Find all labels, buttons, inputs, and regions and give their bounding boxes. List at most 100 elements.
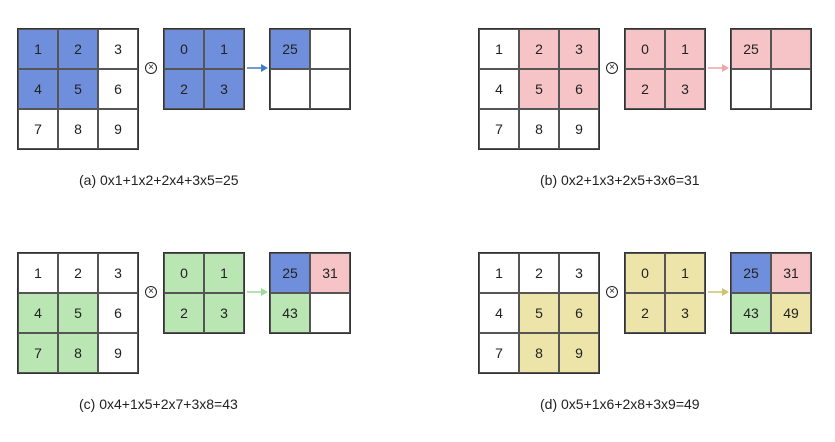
kernel-cell: 3: [665, 293, 705, 333]
input-cell: 2: [519, 29, 559, 69]
output-cell: [310, 69, 350, 109]
output-cell: [270, 69, 310, 109]
convolution-operator-icon: ×: [606, 62, 618, 74]
kernel-cell: 1: [665, 29, 705, 69]
input-cell: 2: [519, 253, 559, 293]
arrow-head: [722, 64, 729, 72]
kernel-cell: 2: [164, 293, 204, 333]
kernel-cell: 2: [164, 69, 204, 109]
input-cell: 9: [98, 333, 138, 373]
input-cell: 9: [98, 109, 138, 149]
output-matrix: 25: [730, 28, 812, 110]
kernel-cell: 0: [625, 29, 665, 69]
arrow-head: [261, 64, 268, 72]
caption: (c) 0x4+1x5+2x7+3x8=43: [79, 396, 238, 412]
kernel-cell: 3: [204, 293, 244, 333]
kernel-cell: 3: [204, 69, 244, 109]
convolution-operator-icon: ×: [145, 62, 157, 74]
kernel-cell: 3: [665, 69, 705, 109]
input-cell: 1: [18, 29, 58, 69]
input-cell: 2: [58, 253, 98, 293]
kernel-cell: 2: [625, 293, 665, 333]
kernel-cell: 2: [625, 69, 665, 109]
input-cell: 8: [519, 109, 559, 149]
convolution-operator-icon: ×: [606, 286, 618, 298]
output-matrix: 25: [269, 28, 351, 110]
input-cell: 8: [58, 109, 98, 149]
output-cell: [731, 69, 771, 109]
caption: (a) 0x1+1x2+2x4+3x5=25: [79, 172, 239, 188]
caption: (b) 0x2+1x3+2x5+3x6=31: [540, 172, 700, 188]
output-cell: 25: [731, 253, 771, 293]
output-cell: [310, 293, 350, 333]
input-cell: 5: [519, 293, 559, 333]
input-cell: 4: [479, 69, 519, 109]
output-cell: 25: [731, 29, 771, 69]
input-cell: 6: [98, 69, 138, 109]
kernel-cell: 1: [204, 253, 244, 293]
arrow-icon: [247, 288, 268, 296]
output-cell: [771, 69, 811, 109]
output-cell: 25: [270, 29, 310, 69]
output-cell: 43: [270, 293, 310, 333]
input-cell: 9: [559, 333, 599, 373]
convolution-operator-icon: ×: [145, 286, 157, 298]
input-cell: 7: [479, 109, 519, 149]
output-cell: 43: [731, 293, 771, 333]
input-cell: 1: [479, 253, 519, 293]
kernel-cell: 1: [204, 29, 244, 69]
input-cell: 1: [479, 29, 519, 69]
input-cell: 8: [58, 333, 98, 373]
input-cell: 6: [559, 69, 599, 109]
input-cell: 4: [18, 293, 58, 333]
arrow-icon: [708, 288, 729, 296]
input-cell: 4: [479, 293, 519, 333]
arrow-icon: [708, 64, 729, 72]
kernel-cell: 1: [665, 253, 705, 293]
arrow-head: [261, 288, 268, 296]
input-cell: 5: [519, 69, 559, 109]
kernel-cell: 0: [164, 29, 204, 69]
input-cell: 6: [98, 293, 138, 333]
input-cell: 7: [18, 109, 58, 149]
output-cell: 31: [771, 253, 811, 293]
input-cell: 3: [559, 29, 599, 69]
kernel-cell: 0: [625, 253, 665, 293]
input-cell: 7: [18, 333, 58, 373]
kernel-cell: 0: [164, 253, 204, 293]
input-cell: 2: [58, 29, 98, 69]
input-cell: 9: [559, 109, 599, 149]
output-cell: 49: [771, 293, 811, 333]
input-cell: 3: [559, 253, 599, 293]
input-cell: 8: [519, 333, 559, 373]
output-cell: 31: [310, 253, 350, 293]
input-cell: 3: [98, 29, 138, 69]
input-cell: 3: [98, 253, 138, 293]
output-cell: [771, 29, 811, 69]
arrow-icon: [247, 64, 268, 72]
input-cell: 7: [479, 333, 519, 373]
caption: (d) 0x5+1x6+2x8+3x9=49: [540, 396, 700, 412]
input-cell: 1: [18, 253, 58, 293]
arrow-head: [722, 288, 729, 296]
input-cell: 6: [559, 293, 599, 333]
output-cell: 25: [270, 253, 310, 293]
input-cell: 5: [58, 69, 98, 109]
input-cell: 4: [18, 69, 58, 109]
output-cell: [310, 29, 350, 69]
input-cell: 5: [58, 293, 98, 333]
